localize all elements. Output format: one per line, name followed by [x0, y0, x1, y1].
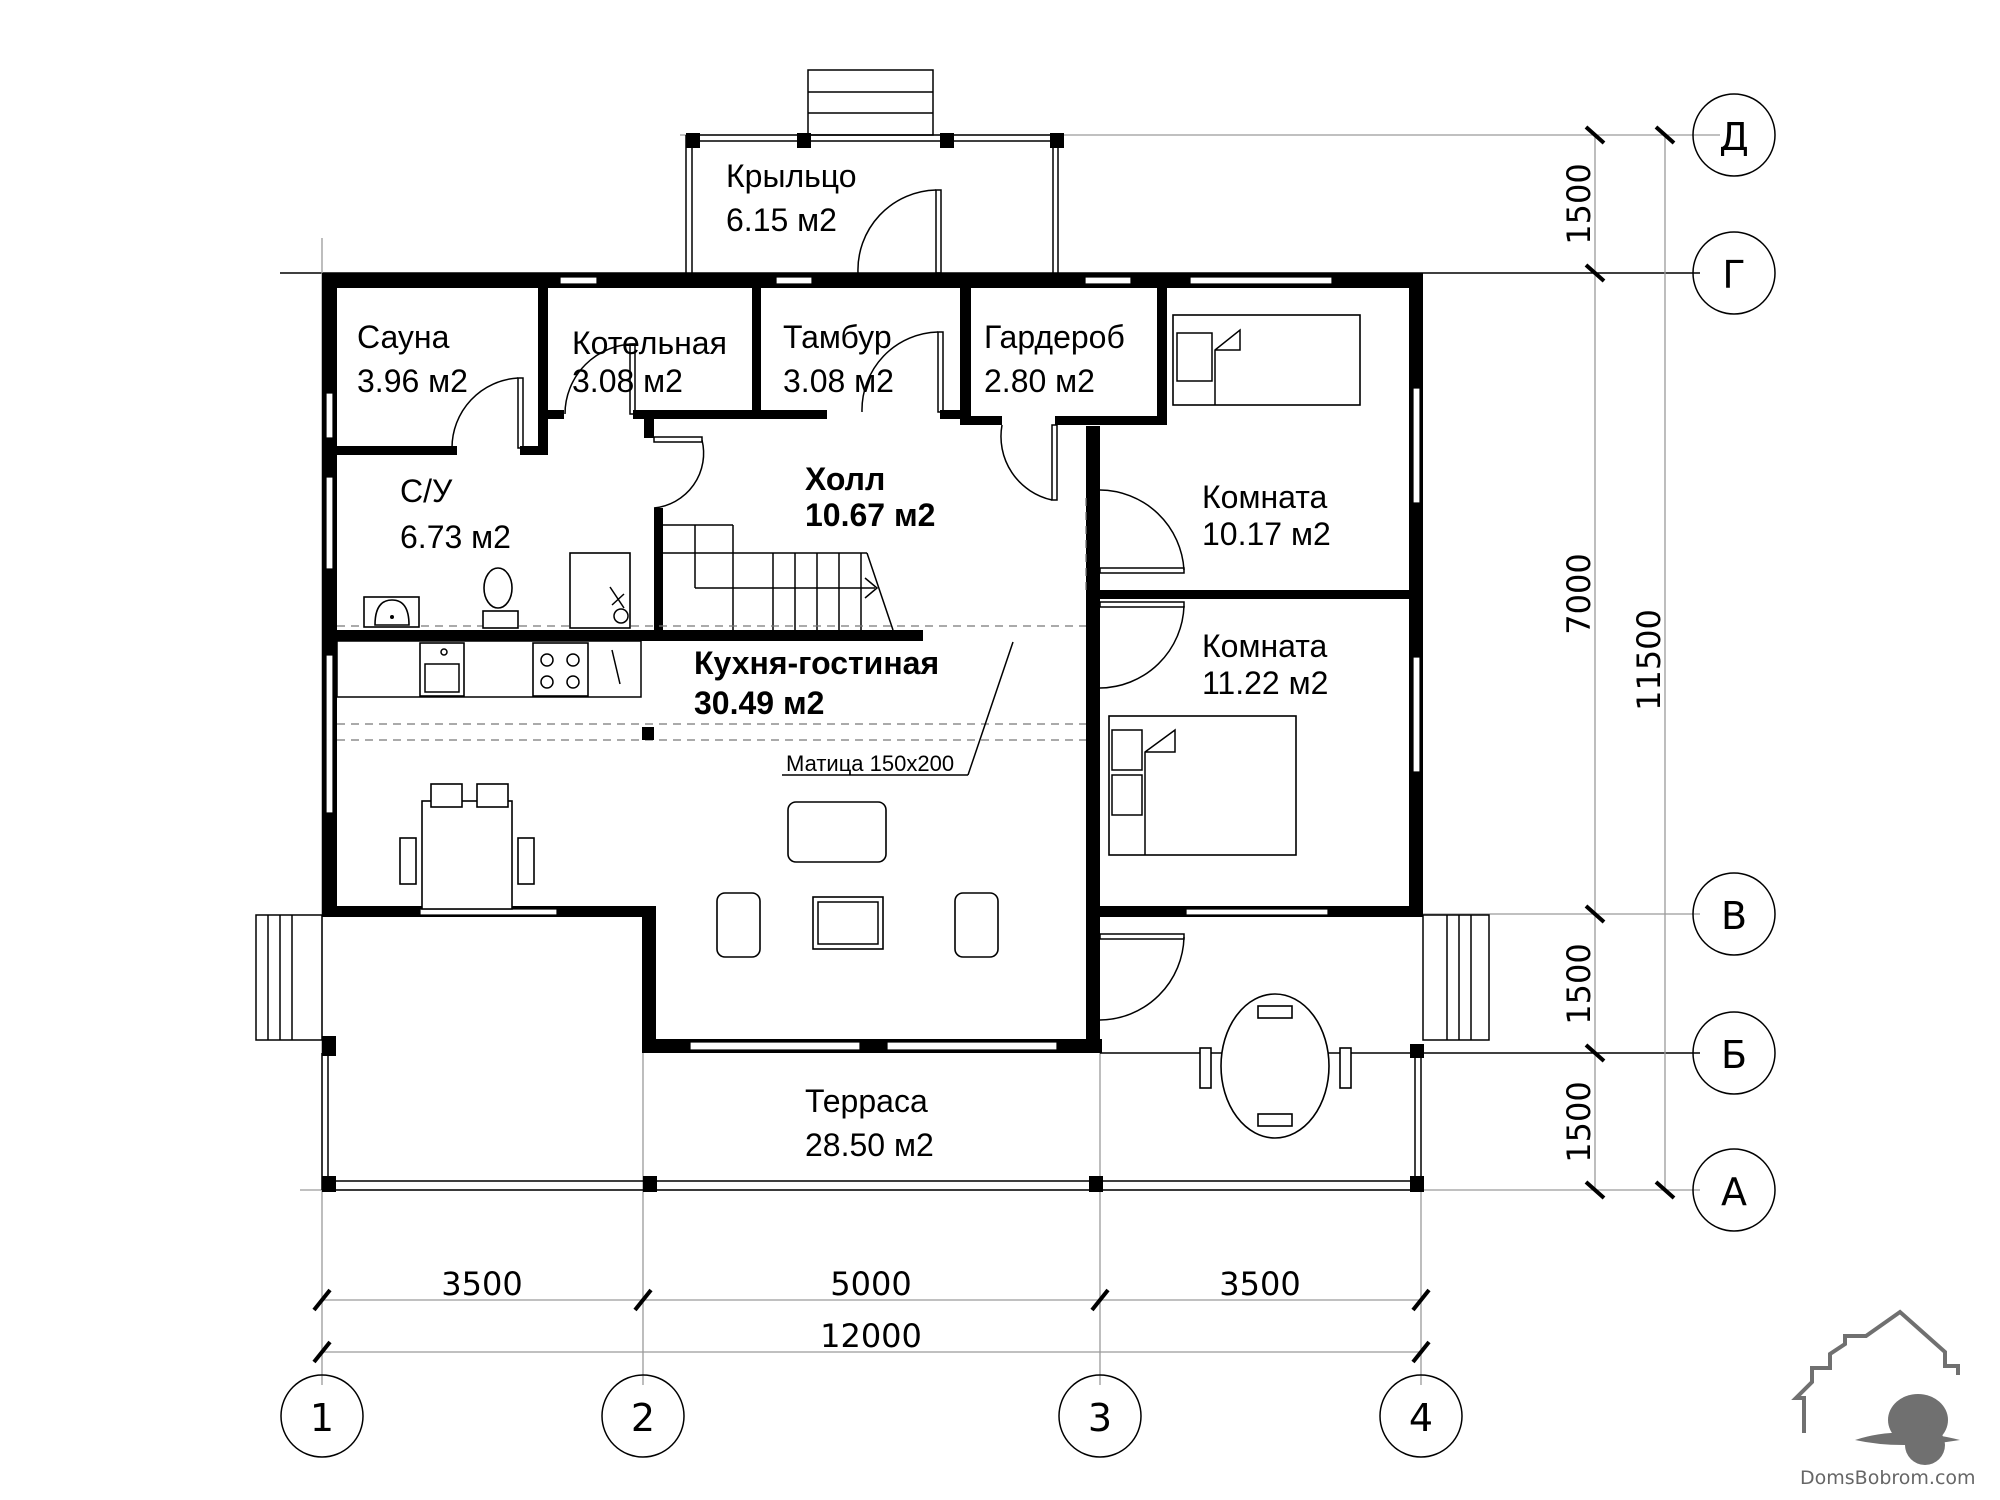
axis-bubble-a: А	[1692, 1148, 1776, 1232]
room-area-boiler: 3.08 м2	[572, 363, 683, 399]
dimensions-vertical: 1500 7000 1500 1500 11500	[1560, 125, 1676, 1200]
room-name-wardrobe: Гардероб	[984, 319, 1125, 355]
axis-bubble-3: 3	[1058, 1374, 1142, 1458]
svg-text:Г: Г	[1722, 253, 1745, 297]
beam-lines	[337, 498, 1087, 776]
porch	[685, 69, 1064, 274]
living-furniture	[716, 801, 999, 958]
watermark-text: DomsBobrom.com	[1800, 1467, 1976, 1489]
dim-v-2: 7000	[1560, 553, 1598, 634]
svg-text:2: 2	[631, 1396, 655, 1440]
svg-text:Д: Д	[1719, 115, 1749, 159]
svg-text:В: В	[1721, 894, 1747, 938]
windows	[325, 276, 1421, 1051]
svg-text:А: А	[1721, 1170, 1747, 1214]
room-area-hall: 10.67 м2	[805, 497, 935, 533]
dim-h-2: 5000	[830, 1265, 911, 1303]
room-name-terrace: Терраса	[805, 1083, 928, 1119]
doors	[451, 331, 1185, 1021]
bed-room2	[1108, 715, 1297, 856]
axis-bubble-d: Д	[1692, 93, 1776, 177]
beam-note: Матица 150х200	[786, 751, 954, 776]
room-area-vestibule: 3.08 м2	[783, 363, 894, 399]
dimensions-horizontal: 3500 5000 3500 12000	[312, 1265, 1431, 1364]
room-name-boiler: Котельная	[572, 325, 727, 361]
room-name-sauna: Сауна	[357, 319, 450, 355]
axis-bubble-b: Б	[1692, 1011, 1776, 1095]
axis-bubble-2: 2	[601, 1374, 685, 1458]
svg-text:1: 1	[310, 1396, 334, 1440]
room-area-bathroom: 6.73 м2	[400, 519, 511, 555]
bathroom-fixtures	[363, 552, 631, 629]
axis-bubbles: Д Г В Б А 1 2 3	[280, 93, 1776, 1458]
dim-v-3: 1500	[1560, 943, 1598, 1024]
room-name-kitchen: Кухня-гостиная	[694, 645, 939, 681]
dining-table	[399, 783, 535, 910]
room-name-vestibule: Тамбур	[783, 319, 892, 355]
room-area-kitchen: 30.49 м2	[694, 685, 824, 721]
room-area-room1: 10.17 м2	[1202, 516, 1331, 552]
svg-text:3: 3	[1088, 1396, 1112, 1440]
axis-bubble-4: 4	[1379, 1374, 1463, 1458]
bed-room1	[1172, 314, 1361, 406]
room-area-room2: 11.22 м2	[1202, 665, 1328, 701]
room-name-hall: Холл	[805, 461, 885, 497]
axis-bubble-g: Г	[1692, 231, 1776, 315]
room-area-porch: 6.15 м2	[726, 202, 837, 238]
room-labels: Крыльцо 6.15 м2 Сауна 3.96 м2 Котельная …	[357, 158, 1331, 1163]
kitchen-counter	[336, 640, 642, 698]
room-name-room1: Комната	[1202, 479, 1328, 515]
room-name-porch: Крыльцо	[726, 158, 857, 194]
dim-v-total: 11500	[1630, 609, 1668, 711]
terrace	[255, 914, 1490, 1192]
room-area-sauna: 3.96 м2	[357, 363, 468, 399]
dim-v-4: 1500	[1560, 1081, 1598, 1162]
room-area-terrace: 28.50 м2	[805, 1127, 934, 1163]
room-area-wardrobe: 2.80 м2	[984, 363, 1095, 399]
dim-h-total: 12000	[820, 1317, 922, 1355]
axis-bubble-v: В	[1692, 872, 1776, 956]
room-name-room2: Комната	[1202, 628, 1328, 664]
watermark: DomsBobrom.com	[1791, 1309, 1976, 1489]
dim-v-1: 1500	[1560, 163, 1598, 244]
room-name-bathroom: С/У	[400, 473, 453, 509]
dim-h-3: 3500	[1219, 1265, 1300, 1303]
svg-text:4: 4	[1409, 1396, 1433, 1440]
house-beaver-logo-icon	[1791, 1309, 1960, 1465]
axis-bubble-1: 1	[280, 1374, 364, 1458]
svg-text:Б: Б	[1721, 1033, 1747, 1077]
staircase	[663, 524, 894, 631]
dim-h-1: 3500	[441, 1265, 522, 1303]
